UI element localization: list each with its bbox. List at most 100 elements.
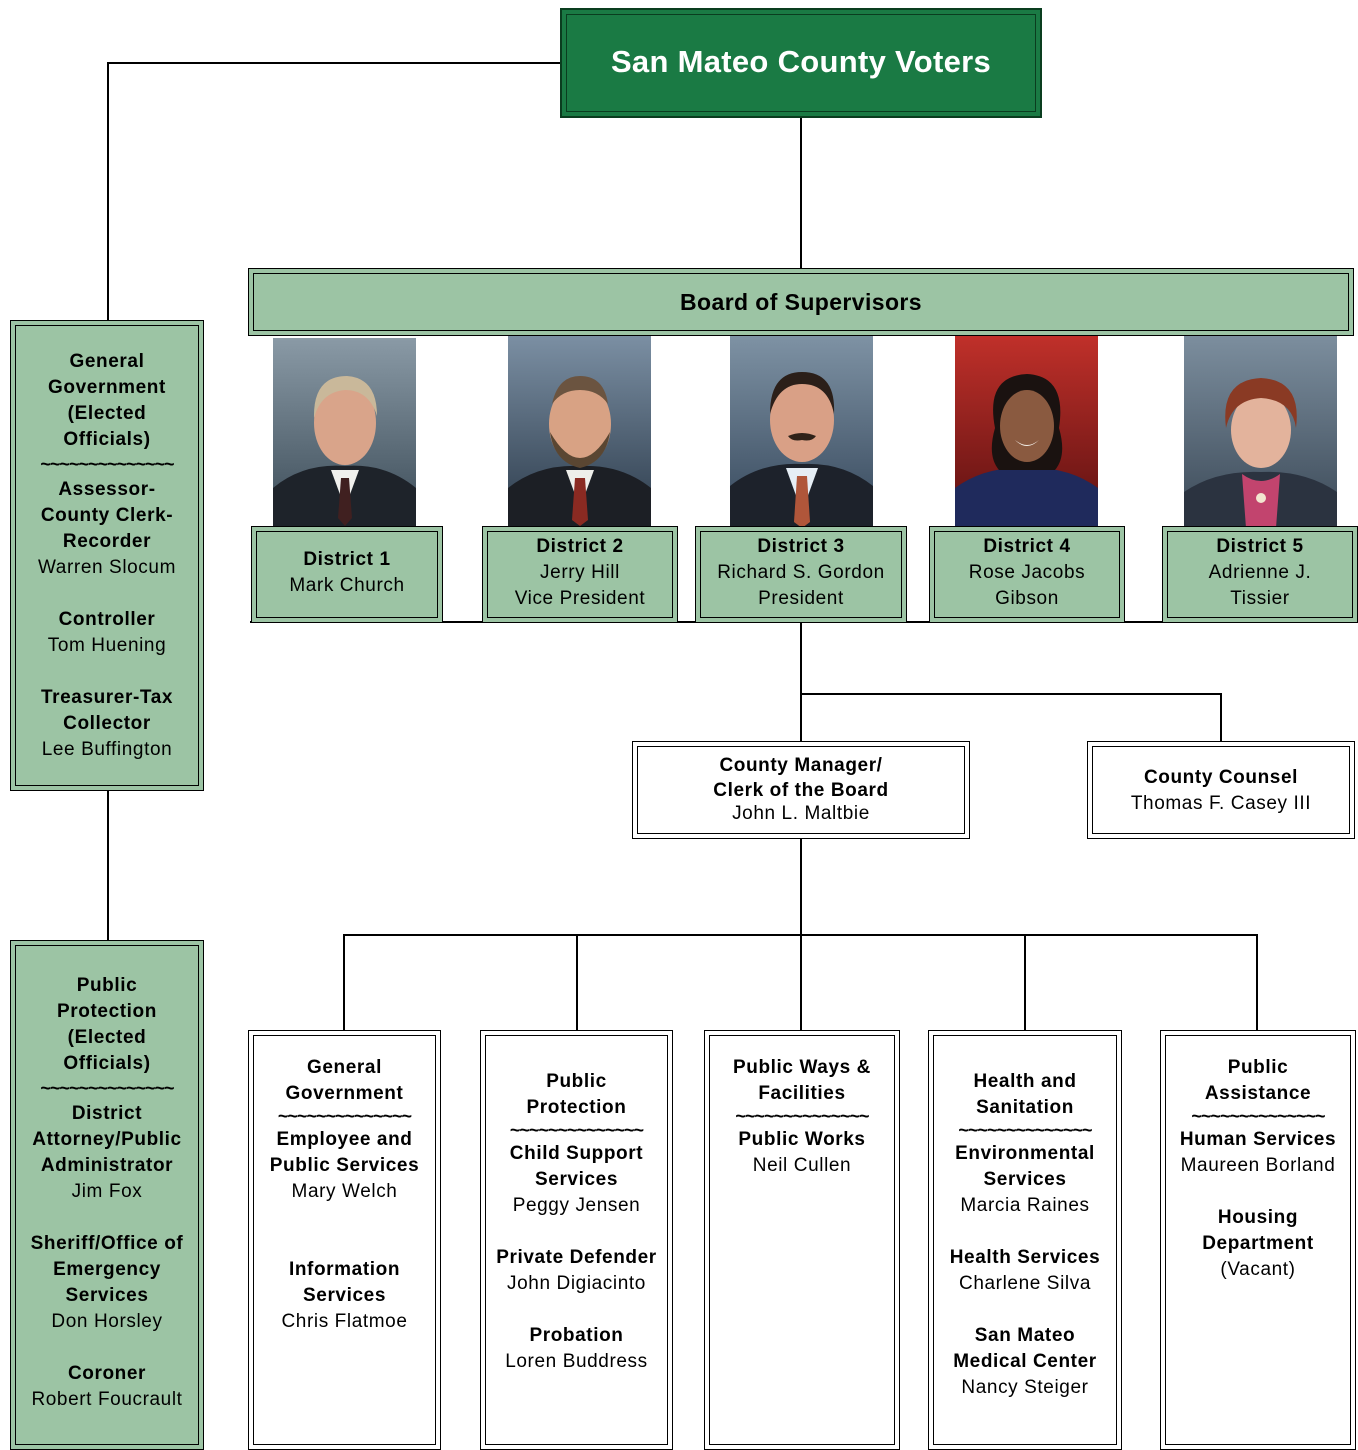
left-protection-heading-line: Protection (57, 1001, 157, 1022)
unit-title: Services (535, 1169, 618, 1190)
unit-title: Medical Center (953, 1351, 1097, 1372)
unit-title: Department (1202, 1233, 1314, 1254)
district-label-4: District 4 (983, 536, 1071, 557)
office-title: Emergency (53, 1259, 161, 1280)
official-name: Lee Buffington (41, 739, 173, 760)
department-heading-line: Government (285, 1083, 404, 1104)
unit-title: Child Support (509, 1143, 644, 1164)
unit-title: Public Services (269, 1155, 420, 1176)
connector-counsel-v (1220, 693, 1222, 743)
voters-box: San Mateo County Voters (560, 8, 1042, 118)
connector-dept-3 (800, 934, 802, 1032)
voters-title: San Mateo County Voters (610, 44, 992, 79)
county-counsel-title: County Counsel (1143, 767, 1299, 788)
district-member-name-3: Richard S. Gordon (717, 562, 885, 583)
unit-head-name: (Vacant) (1220, 1259, 1296, 1280)
unit-title: Human Services (1179, 1129, 1337, 1150)
photo-district-2 (508, 336, 651, 528)
unit-head-name: Mary Welch (291, 1181, 398, 1202)
left-general-heading-line: General (69, 351, 145, 372)
connector-board-manager (800, 621, 802, 743)
photo-district-3 (730, 336, 873, 528)
connector-dept-1 (343, 934, 345, 1032)
official-name: Tom Huening (47, 635, 167, 656)
connector-counsel-h (800, 693, 1222, 695)
office-title: Sheriff/Office of (30, 1233, 184, 1254)
connector-dept-2 (576, 934, 578, 1032)
county-counsel-box: County Counsel Thomas F. Casey III (1087, 741, 1355, 839)
unit-title: Health Services (949, 1247, 1101, 1268)
connector-dept-4 (1024, 934, 1026, 1032)
district-member-name-4: Rose Jacobs (968, 562, 1086, 583)
county-manager-name: John L. Maltbie (732, 803, 870, 824)
office-title: Coroner (67, 1363, 147, 1384)
unit-head-name: Charlene Silva (959, 1273, 1091, 1294)
unit-title: Probation (529, 1325, 624, 1346)
county-manager-box: County Manager/ Clerk of the Board John … (632, 741, 970, 839)
district-member-role-2: Vice President (514, 588, 646, 609)
unit-head-name: Nancy Steiger (961, 1377, 1089, 1398)
unit-title: San Mateo (974, 1325, 1076, 1346)
connector-voters-board (800, 116, 802, 270)
board-banner: Board of Supervisors (248, 268, 1354, 336)
photo-district-4 (955, 336, 1098, 528)
unit-title: Services (983, 1169, 1067, 1190)
official-name: Jim Fox (71, 1181, 143, 1202)
separator: ~~~~~~~~~~~~~~ (958, 1120, 1092, 1140)
left-protection-heading-line: Officials) (63, 1053, 151, 1074)
official-name: Robert Foucrault (31, 1389, 183, 1410)
official-name: Warren Slocum (37, 557, 177, 578)
unit-head-name: John Digiacinto (507, 1273, 646, 1294)
unit-head-name: Marcia Raines (960, 1195, 1090, 1216)
district-label-3: District 3 (757, 536, 845, 557)
separator: ~~~~~~~~~~~~~~ (40, 1078, 174, 1098)
office-title: Services (65, 1285, 149, 1306)
left-protection-heading-line: Public (76, 975, 138, 996)
separator: ~~~~~~~~~~~~~~ (1191, 1106, 1325, 1126)
office-title: Administrator (40, 1155, 174, 1176)
unit-title: Information (288, 1259, 401, 1280)
left-protection-heading-line: (Elected (67, 1027, 147, 1048)
connector-manager-depts (800, 837, 802, 935)
department-heading-line: Sanitation (976, 1097, 1074, 1118)
separator: ~~~~~~~~~~~~~~ (277, 1106, 412, 1126)
office-title: County Clerk- (40, 505, 174, 526)
district-label-1: District 1 (303, 549, 391, 570)
department-heading-line: Protection (526, 1097, 627, 1118)
board-title: Board of Supervisors (680, 289, 922, 315)
department-heading-line: Public (546, 1071, 607, 1092)
separator: ~~~~~~~~~~~~~~ (509, 1120, 644, 1140)
left-general-heading-line: (Elected (67, 403, 147, 424)
unit-title: Public Works (738, 1129, 866, 1150)
district-member-name-5: Adrienne J. (1208, 562, 1312, 583)
district-member-role-4: Gibson (995, 588, 1059, 609)
office-title: Collector (63, 713, 151, 734)
district-member-name-1: Mark Church (289, 575, 405, 596)
department-heading-line: Health and (973, 1071, 1077, 1092)
unit-head-name: Loren Buddress (505, 1351, 648, 1372)
department-heading-line: General (307, 1057, 382, 1078)
unit-title: Environmental (955, 1143, 1095, 1164)
district-member-role-5: Tissier (1230, 588, 1290, 609)
separator: ~~~~~~~~~~~~~~ (735, 1106, 869, 1126)
unit-head-name: Maureen Borland (1180, 1155, 1336, 1176)
district-member-name-2: Jerry Hill (540, 562, 620, 583)
photo-district-5 (1184, 336, 1337, 528)
department-heading-line: Public (1227, 1057, 1289, 1078)
connector-voters-left-v (107, 62, 109, 322)
office-title: Attorney/Public (32, 1129, 182, 1150)
office-title: Treasurer-Tax (40, 687, 174, 708)
left-general-heading-line: Government (48, 377, 166, 398)
department-heading-line: Facilities (758, 1083, 846, 1104)
department-box-3: Public Ways &Facilities~~~~~~~~~~~~~~Pub… (704, 1030, 900, 1450)
